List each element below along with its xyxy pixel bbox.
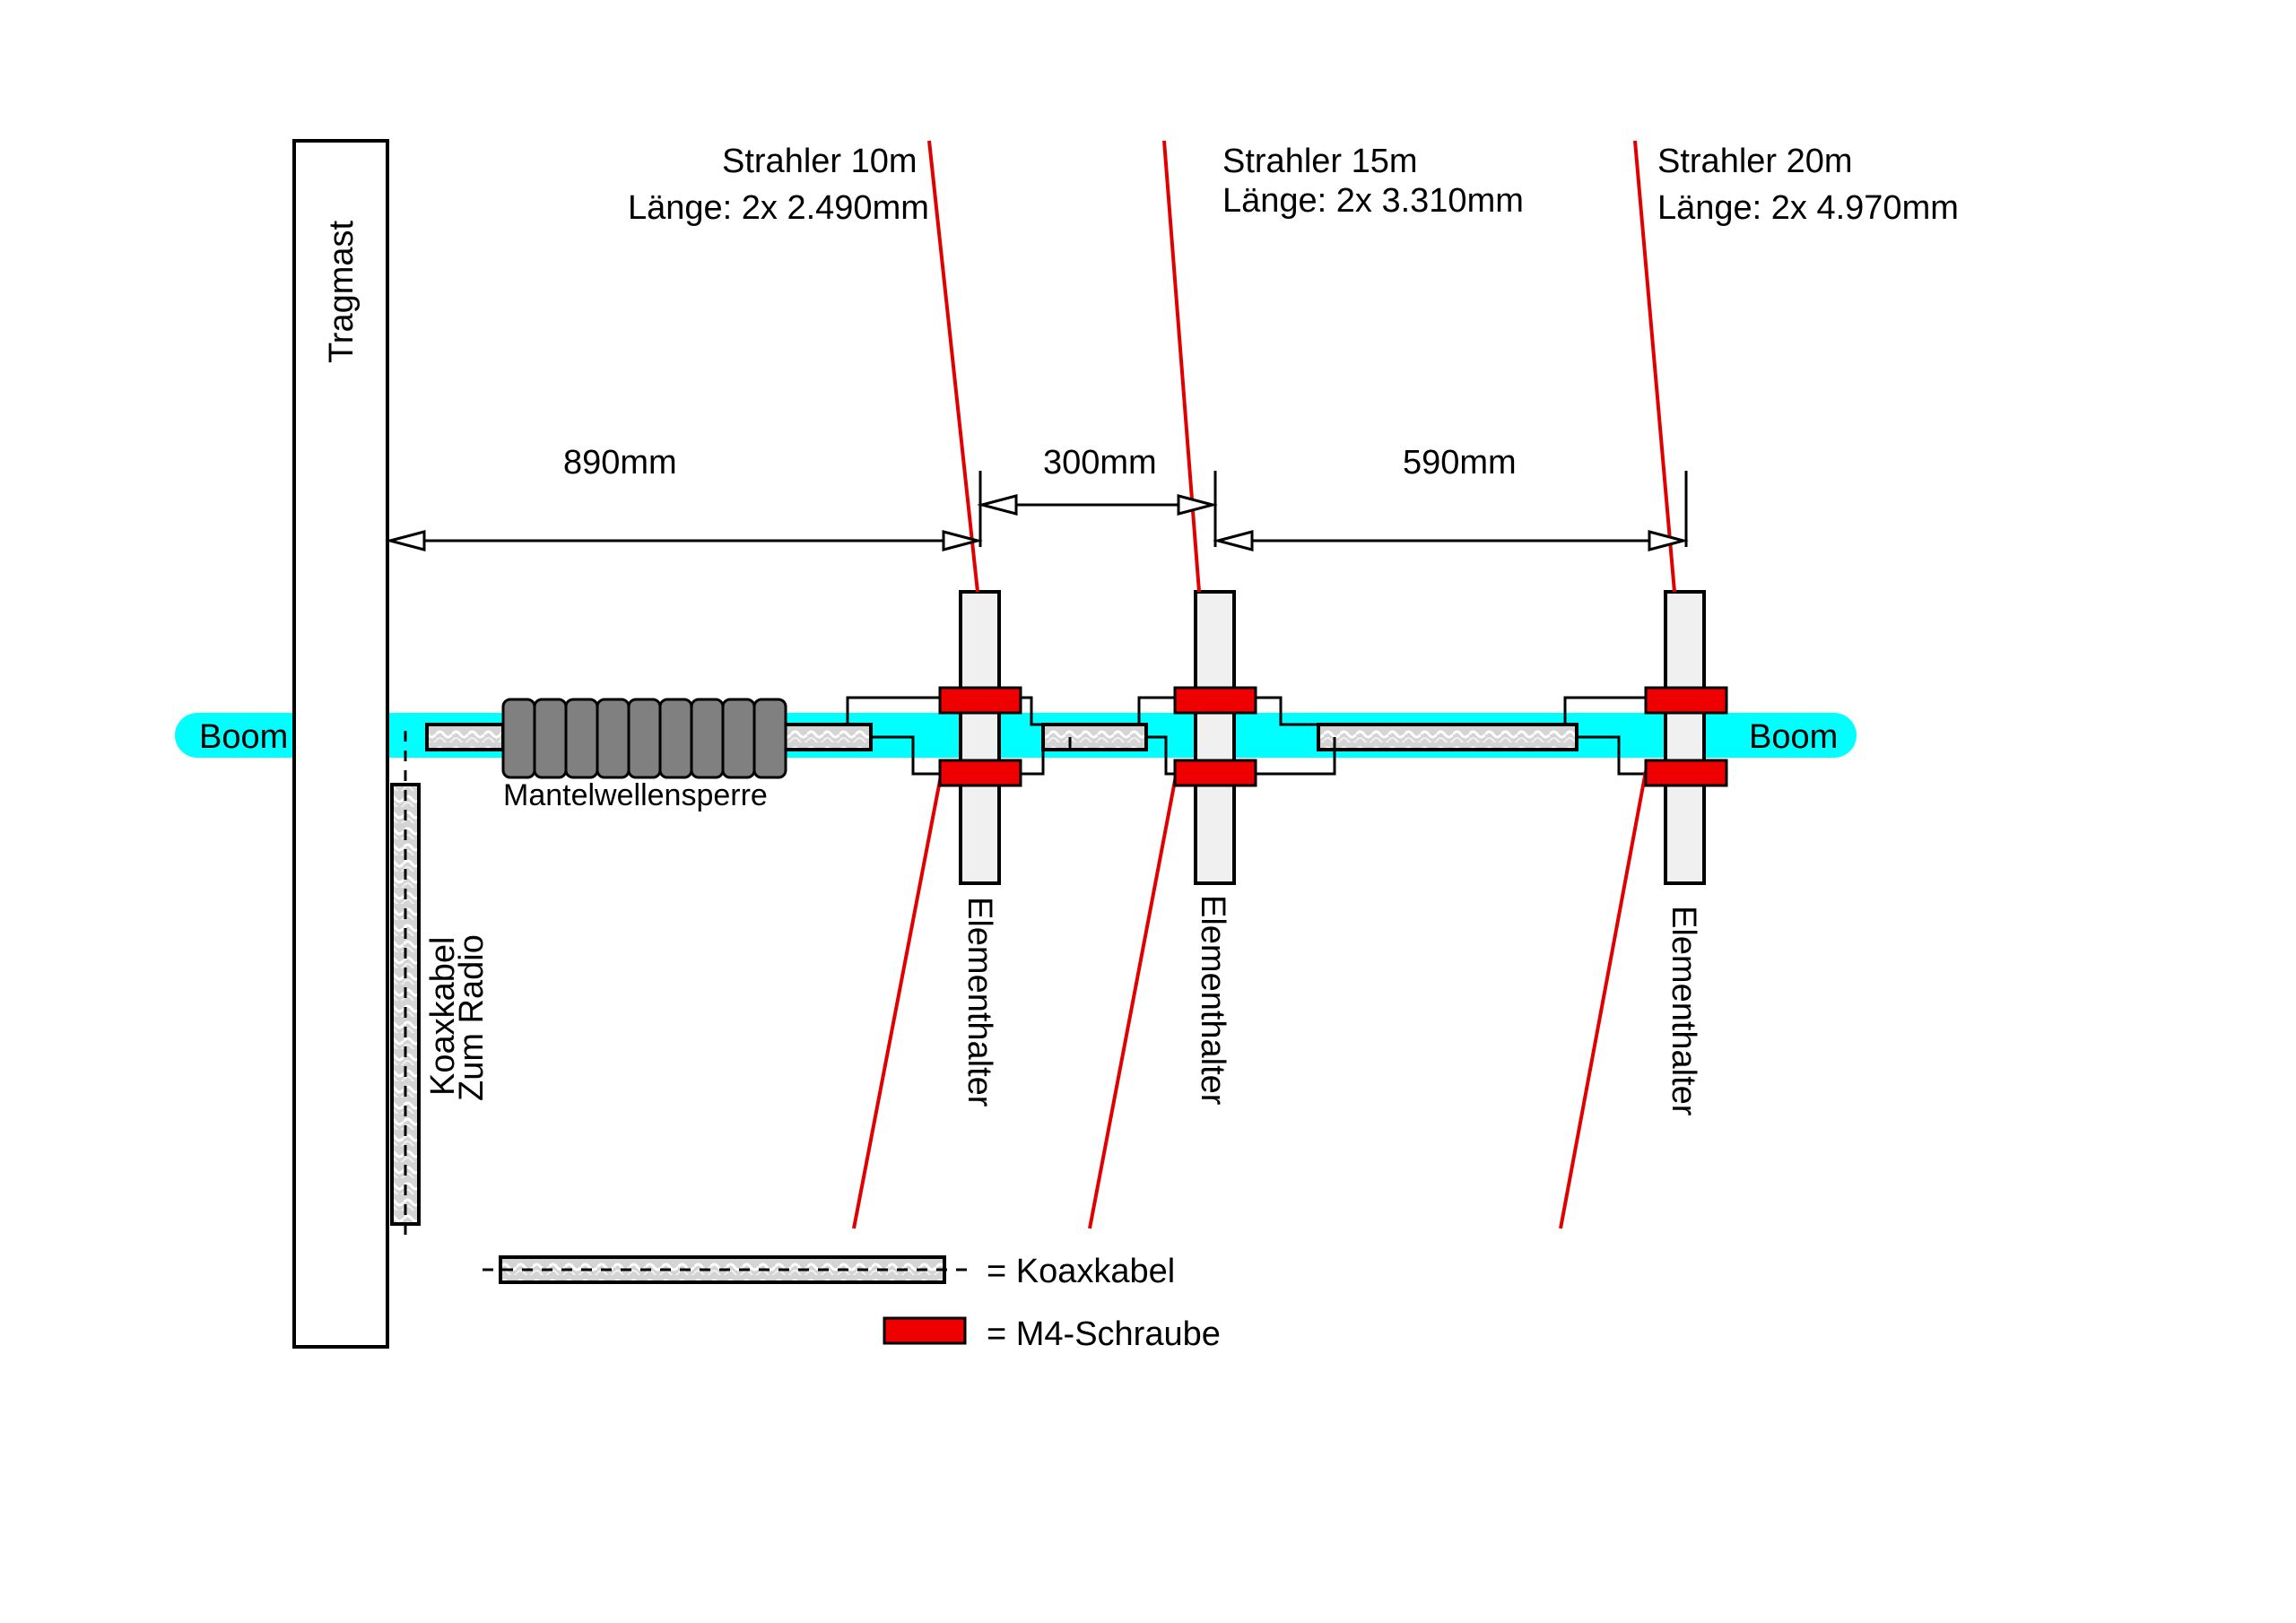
dimension-lines [390, 471, 1688, 547]
holder-label-10m: Elementhalter [961, 897, 998, 1107]
legend: = Koaxkabel = M4-Schraube [483, 1253, 1221, 1353]
mast-label: Tragmast [323, 220, 361, 363]
radiator-length-15m: Länge: 2x 3.310mm [1222, 182, 1524, 220]
radiator-elements [852, 140, 1676, 1229]
element-holder-20m [1664, 590, 1706, 885]
coax-segment [1041, 723, 1148, 751]
radiator-title-15m: Strahler 15m [1222, 143, 1418, 180]
m4-screw [1644, 686, 1728, 715]
coax-label-line1: Koaxkabel [424, 937, 462, 1096]
coax-label-line2: Zum Radio [453, 934, 491, 1101]
m4-screw [1644, 759, 1728, 787]
dim-label-590: 590mm [1403, 444, 1517, 482]
radiator-length-10m: Länge: 2x 2.490mm [628, 189, 929, 227]
legend-coax-label: = Koaxkabel [987, 1253, 1175, 1290]
boom-label-right: Boom [1749, 718, 1838, 756]
coax-segment [425, 723, 505, 751]
boom-label-left: Boom [199, 718, 288, 756]
dimension-arrowheads [385, 494, 1689, 551]
dim-label-300: 300mm [1043, 444, 1157, 482]
radiator-title-10m: Strahler 10m [722, 143, 918, 180]
m4-screw [1173, 686, 1257, 715]
holder-label-20m: Elementhalter [1665, 906, 1702, 1116]
support-mast [292, 139, 389, 1349]
choke-label: Mantelwellensperre [503, 778, 768, 812]
element-holder-10m [959, 590, 1001, 885]
common-mode-choke [501, 698, 787, 779]
legend-screw-swatch [883, 1316, 967, 1345]
radiator-20m-lower [1559, 770, 1648, 1229]
m4-screw [938, 686, 1022, 715]
radiator-15m-lower [1088, 770, 1178, 1229]
coax-segment [781, 723, 873, 751]
legend-screw-label: = M4-Schraube [987, 1315, 1221, 1353]
dim-label-890: 890mm [563, 444, 677, 482]
m4-screw [938, 759, 1022, 787]
radiator-10m-lower [852, 770, 944, 1229]
radiator-20m-upper [1633, 140, 1676, 593]
holder-label-15m: Elementhalter [1194, 895, 1231, 1106]
radiator-title-20m: Strahler 20m [1657, 143, 1853, 180]
radiator-10m-upper [927, 140, 979, 593]
radiator-15m-upper [1162, 140, 1201, 593]
radiator-length-20m: Länge: 2x 4.970mm [1657, 189, 1959, 227]
connection-wires [846, 696, 1646, 776]
coax-segment [1317, 723, 1578, 751]
element-holder-15m [1194, 590, 1236, 885]
m4-screws [938, 686, 1728, 787]
m4-screw [1173, 759, 1257, 787]
